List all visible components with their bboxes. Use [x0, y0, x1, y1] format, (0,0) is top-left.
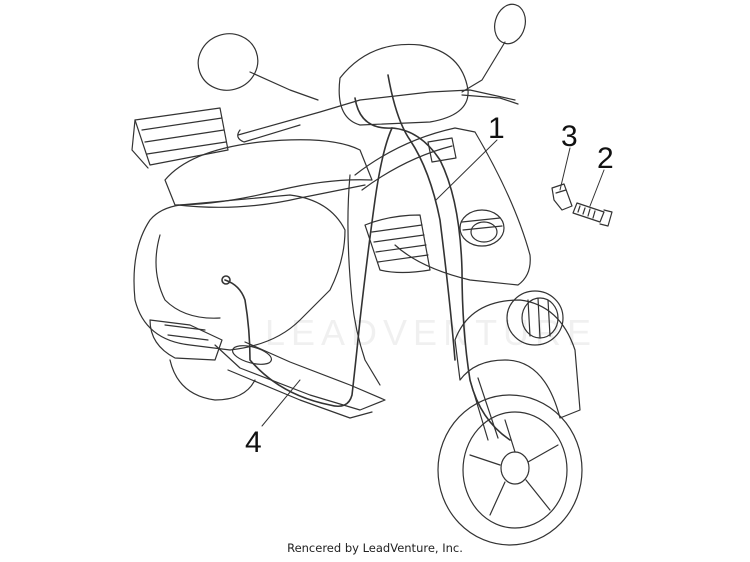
watermark: LEADVENTURE — [265, 312, 598, 353]
handlebar — [237, 43, 519, 143]
front-fork — [469, 377, 499, 441]
front-fender — [454, 299, 581, 419]
cable-clamp — [551, 183, 573, 211]
callout-4: 4 — [245, 426, 262, 459]
rear-wheel — [169, 359, 256, 401]
right-mirror — [461, 3, 526, 93]
throttle-cable — [221, 74, 511, 441]
left-mirror — [197, 33, 319, 101]
leader-lines — [261, 139, 605, 427]
bolt — [572, 202, 613, 227]
rear-body — [133, 194, 346, 351]
rear-rack — [131, 107, 229, 169]
seat — [164, 139, 373, 208]
callout-1: 1 — [488, 112, 505, 145]
leader-1 — [435, 139, 498, 201]
callout-2: 2 — [597, 142, 614, 175]
render-credit: Rencered by LeadVenture, Inc. — [287, 541, 463, 555]
exhaust — [149, 319, 223, 361]
horn-cover — [427, 137, 505, 247]
front-wheel — [437, 394, 583, 546]
leader-4 — [261, 379, 301, 427]
leader-2 — [589, 169, 605, 207]
callout-3: 3 — [561, 120, 578, 153]
floorboard — [214, 341, 386, 419]
leader-3 — [559, 147, 571, 191]
headlight — [506, 290, 564, 346]
